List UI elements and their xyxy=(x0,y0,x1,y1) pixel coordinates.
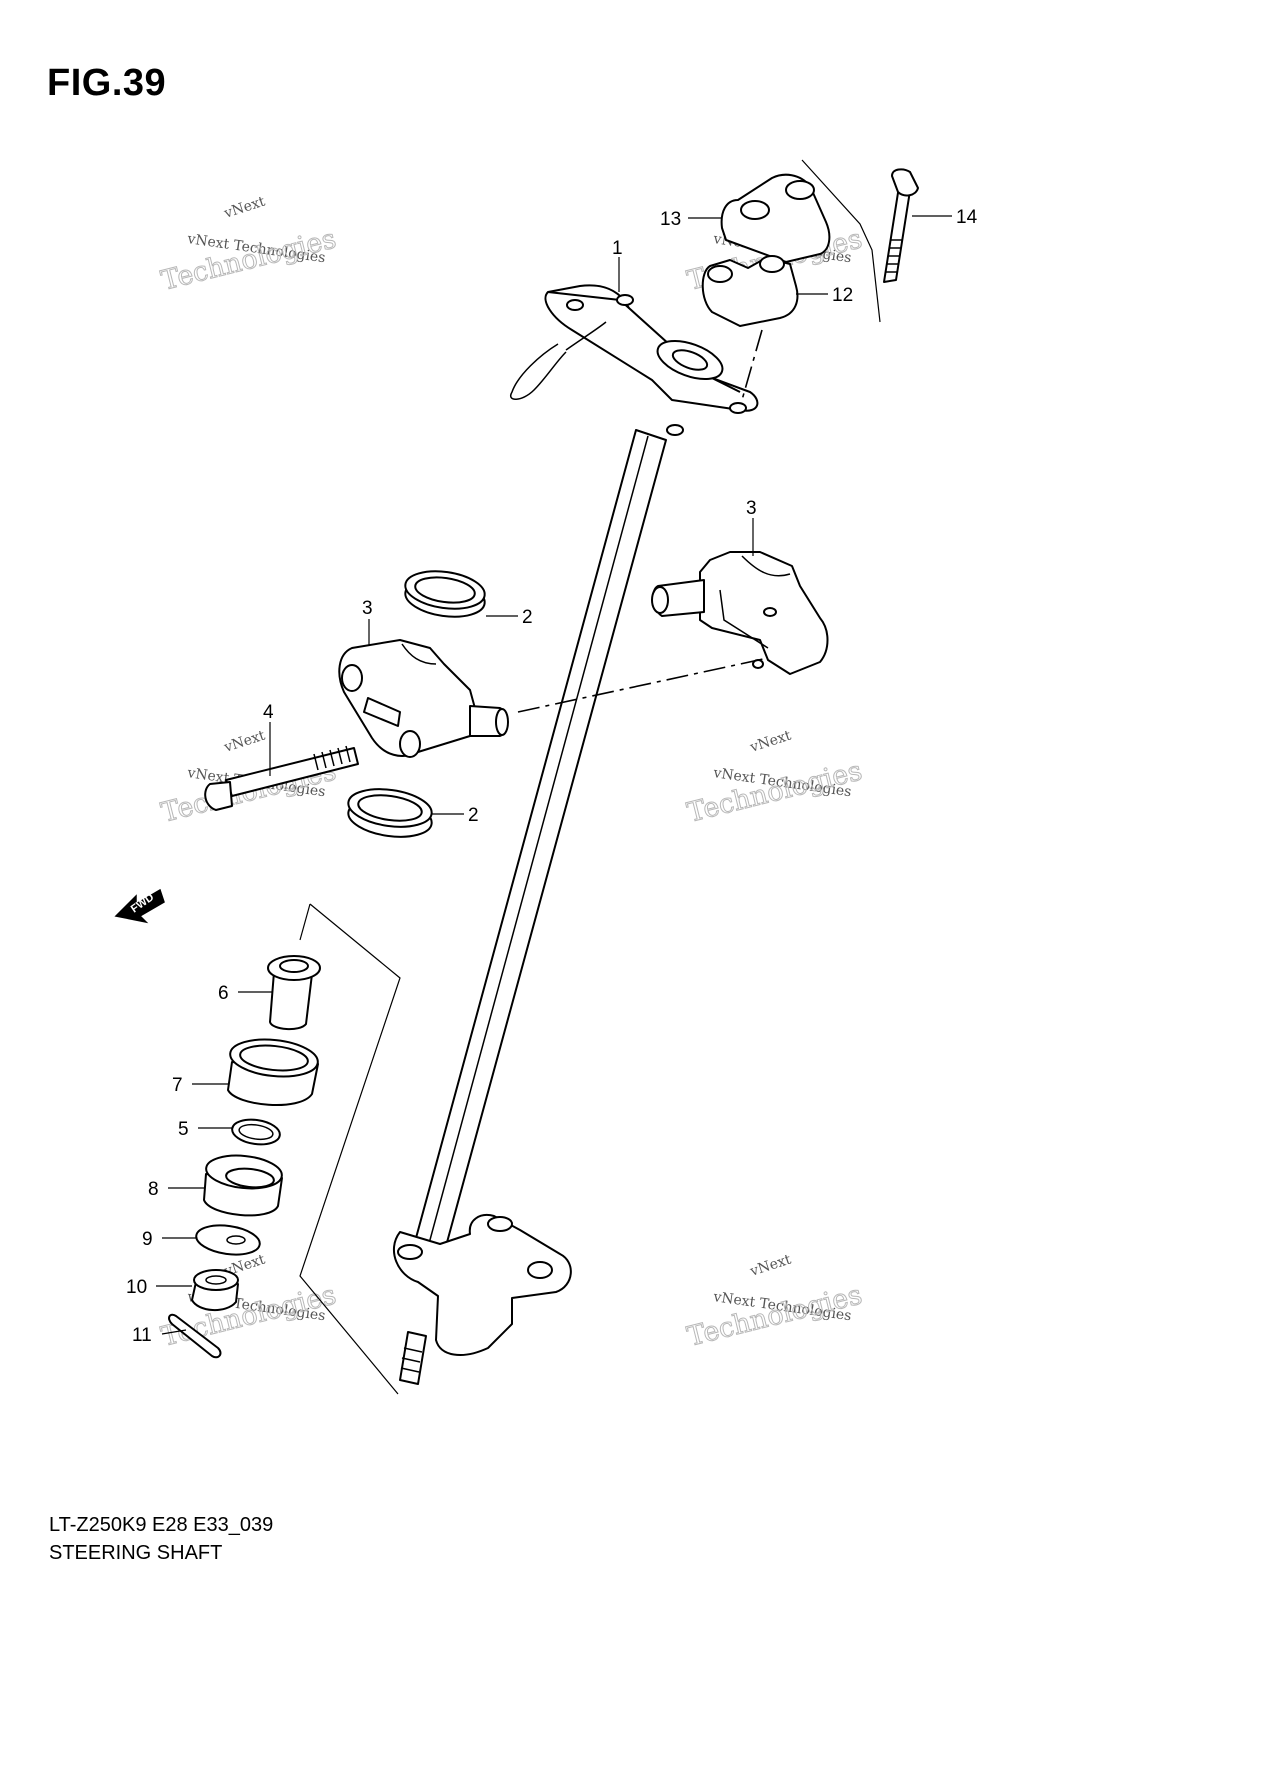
watermark-big: Technologies xyxy=(684,755,865,828)
callout-label: 10 xyxy=(126,1277,147,1298)
clamp-guide-line xyxy=(741,329,763,401)
shaft-holder-left xyxy=(338,639,509,758)
watermark-big: Technologies xyxy=(684,1279,865,1352)
callout-label: 11 xyxy=(132,1325,152,1346)
watermark-big: Technologies xyxy=(158,223,339,296)
holder-bolt xyxy=(204,745,359,811)
handlebar-clamp-upper xyxy=(720,173,831,263)
handlebar-clamp-lower xyxy=(701,255,799,327)
callout-label: 8 xyxy=(148,1179,159,1200)
bushing-upper xyxy=(404,570,486,618)
callout-label: 4 xyxy=(263,702,274,723)
callout-label: 5 xyxy=(178,1119,189,1140)
figure-title: FIG.39 xyxy=(47,62,167,104)
callout-4: 4 xyxy=(263,702,274,776)
lower-stack-bracket-tick xyxy=(299,903,311,941)
callout-13: 13 xyxy=(660,209,722,230)
callout-11: 11 xyxy=(132,1325,187,1346)
callout-14: 14 xyxy=(912,207,978,228)
callout-label: 3 xyxy=(746,498,757,519)
callout-8: 8 xyxy=(148,1179,204,1200)
clamp-bracket-line xyxy=(801,159,881,323)
watermark-top: vNext xyxy=(747,1252,793,1281)
callout-3-left: 3 xyxy=(362,598,373,646)
watermark-top: vNext xyxy=(221,194,267,223)
callout-9: 9 xyxy=(142,1229,196,1250)
callout-label: 6 xyxy=(218,983,229,1004)
cotter-pin xyxy=(168,1313,222,1359)
callout-1: 1 xyxy=(612,238,623,292)
steering-shaft-part xyxy=(393,284,759,1385)
callout-3-right: 3 xyxy=(746,498,757,556)
callout-label: 1 xyxy=(612,238,623,259)
watermark-top: vNext xyxy=(747,728,793,757)
section-name-caption: STEERING SHAFT xyxy=(49,1542,223,1564)
callout-label: 9 xyxy=(142,1229,153,1250)
callout-label: 13 xyxy=(660,209,681,230)
watermark-group-4: vNext vNext Technologies Technologies xyxy=(684,728,866,830)
callout-label: 14 xyxy=(956,207,978,228)
callout-label: 2 xyxy=(468,805,479,826)
model-code-caption: LT-Z250K9 E28 E33_039 xyxy=(49,1514,274,1536)
callout-7: 7 xyxy=(172,1075,228,1096)
collar-part xyxy=(267,955,321,1030)
callout-2-lower: 2 xyxy=(432,805,479,826)
bearing-part xyxy=(203,1154,283,1217)
lower-stack-bracket-line xyxy=(299,903,401,1395)
callout-label: 3 xyxy=(362,598,373,619)
watermark-group-1: vNext vNext Technologies Technologies xyxy=(158,194,340,298)
callout-10: 10 xyxy=(126,1277,192,1298)
forward-direction-arrow: FWD xyxy=(114,888,165,924)
bearing-housing xyxy=(227,1038,319,1106)
watermark-top: vNext xyxy=(221,728,267,757)
clamp-bolt xyxy=(883,168,919,283)
bushing-lower xyxy=(347,788,433,838)
castle-nut xyxy=(191,1269,239,1311)
callout-2-upper: 2 xyxy=(486,607,533,628)
callout-12: 12 xyxy=(796,285,853,306)
fwd-arrow-icon xyxy=(114,888,165,924)
watermark-group-6: vNext vNext Technologies Technologies xyxy=(684,1252,866,1354)
callout-label: 2 xyxy=(522,607,533,628)
callout-label: 12 xyxy=(832,285,853,306)
shaft-holder-right xyxy=(651,551,829,675)
washer-part xyxy=(195,1224,261,1256)
watermark-group-5: vNext vNext Technologies Technologies xyxy=(158,1252,340,1354)
callout-5: 5 xyxy=(178,1119,232,1140)
callout-label: 7 xyxy=(172,1075,183,1096)
holder-alignment-line xyxy=(517,657,769,713)
callout-6: 6 xyxy=(218,983,272,1004)
o-ring xyxy=(231,1118,281,1146)
